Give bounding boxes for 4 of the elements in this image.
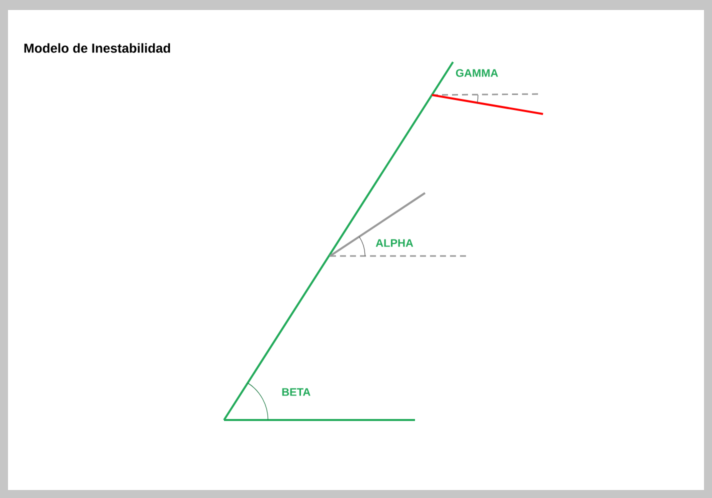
angle-label: BETA [282, 388, 310, 396]
angle-label: ALPHA [376, 239, 414, 247]
angle-label: GAMMA [456, 69, 498, 77]
title: Modelo de Inestabilidad [24, 43, 170, 53]
